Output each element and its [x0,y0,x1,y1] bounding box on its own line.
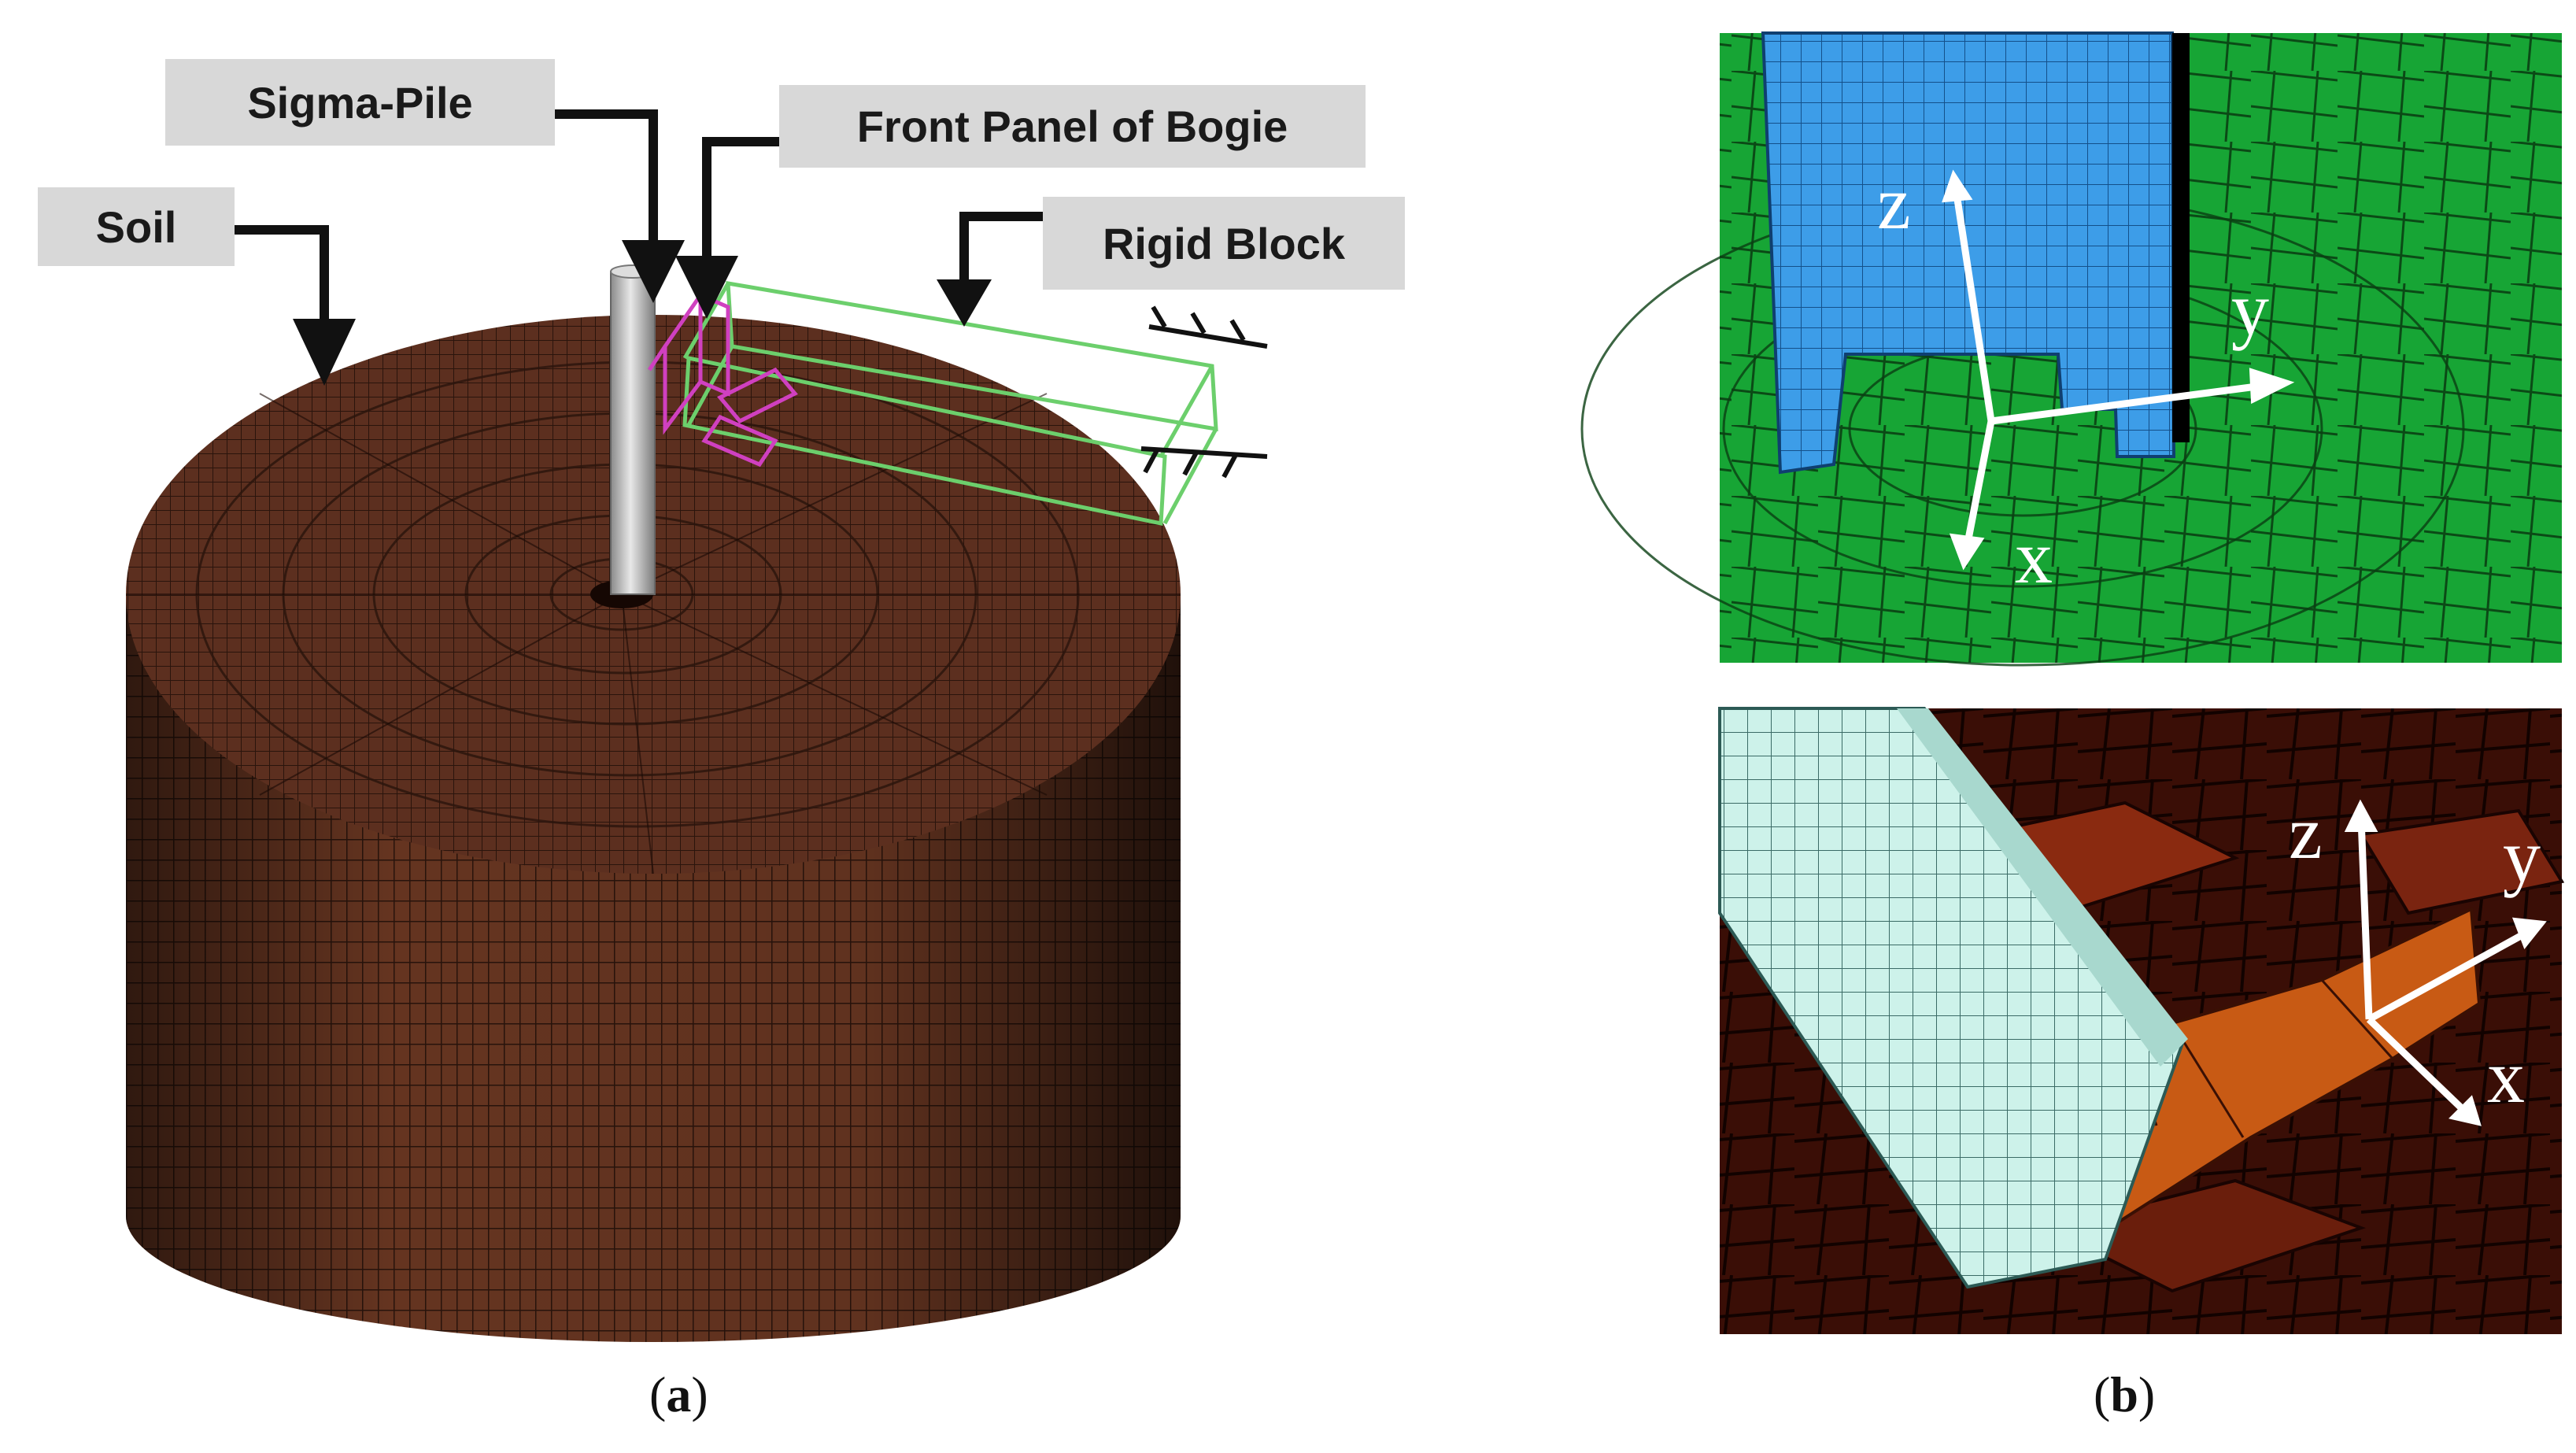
top-x-axis-label: x [2015,515,2053,599]
arrowheads [293,240,992,386]
bottom-x-axis-label: x [2487,1034,2525,1118]
caption-a: (a) [649,1366,708,1422]
bogie-front-panel [647,288,798,468]
panel-b-bottom: z y x [1718,707,2565,1334]
callout-arrows [235,109,1043,338]
label-front-panel-of-bogie: Front Panel of Bogie [779,85,1366,168]
label-rigid-block: Rigid Block [1043,197,1405,290]
top-axes [1942,169,2295,571]
top-y-axis-label: y [2231,267,2269,351]
label-soil: Soil [38,187,235,266]
bottom-y-axis-label: y [2503,814,2541,898]
bottom-z-axis-label: z [2289,790,2323,874]
sigma-pile [610,271,656,595]
top-z-axis-label: z [1877,161,1911,245]
fixed-support-bottom [1140,446,1268,479]
caption-b: (b) [2094,1366,2156,1422]
panel-b-top: z y x [1580,31,2562,667]
panel-a [126,109,1268,1342]
label-sigma-pile: Sigma-Pile [165,59,555,146]
bottom-axes [2344,799,2547,1126]
fixed-support-top [1148,305,1268,349]
